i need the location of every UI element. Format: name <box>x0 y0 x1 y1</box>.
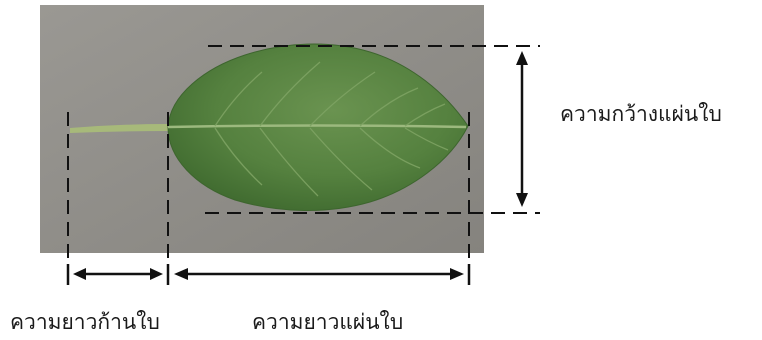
blade-length-label: ความยาวแผ่นใบ <box>252 306 403 339</box>
petiole-length-label: ความยาวก้านใบ <box>10 306 160 339</box>
leaf-width-label: ความกว้างแผ่นใบ <box>560 98 722 131</box>
leaf-width-arrow <box>516 51 528 207</box>
blade-length-arrow <box>174 268 464 280</box>
petiole-length-arrow <box>73 268 163 280</box>
